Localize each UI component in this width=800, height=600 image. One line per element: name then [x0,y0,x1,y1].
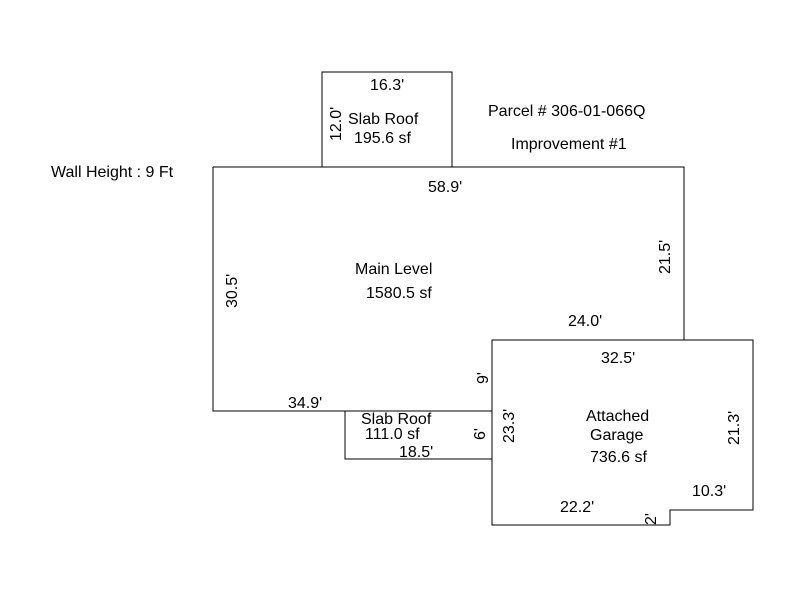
slab-roof-top-area: 195.6 sf [354,130,411,147]
slab-roof-bottom-width: 18.5' [399,444,433,461]
garage-outline [491,339,754,526]
slab-roof-bottom-area: 111.0 sf [365,426,420,443]
main-level-bottom-dim: 34.9' [288,395,322,412]
slab-roof-top-label: Slab Roof [348,111,419,128]
main-level-left-dim: 30.5' [224,274,241,308]
main-level-area: 1580.5 sf [366,285,432,302]
garage-top-dim: 32.5' [601,350,635,367]
garage-notch-dim: 2' [643,513,660,525]
slab-roof-bottom-height: 6' [472,428,489,440]
main-level-outline [212,166,685,412]
main-level-top-dim: 58.9' [428,179,462,196]
garage-bottom-dim: 22.2' [560,499,594,516]
main-level-right-dim: 21.5' [657,240,674,274]
slab-roof-bottom-label: Slab Roof [361,411,432,428]
slab-roof-top-height: 12.0' [328,107,345,141]
wall-height-label: Wall Height : 9 Ft [51,164,174,181]
slab-roof-top-width: 16.3' [370,77,404,94]
garage-right-dim: 21.3' [726,411,743,445]
garage-offset-dim: 9' [475,372,492,384]
garage-bottom-right-dim: 10.3' [692,483,726,500]
main-level-step-dim: 24.0' [568,313,602,330]
parcel-number: Parcel # 306-01-066Q [488,103,645,120]
garage-left-dim: 23.3' [501,409,518,443]
main-level-label: Main Level [355,261,432,278]
garage-area: 736.6 sf [590,449,647,466]
improvement-label: Improvement #1 [511,136,627,153]
slab-roof-bottom-outline [344,411,492,460]
garage-label-line2: Garage [590,427,643,444]
garage-label-line1: Attached [586,408,649,425]
